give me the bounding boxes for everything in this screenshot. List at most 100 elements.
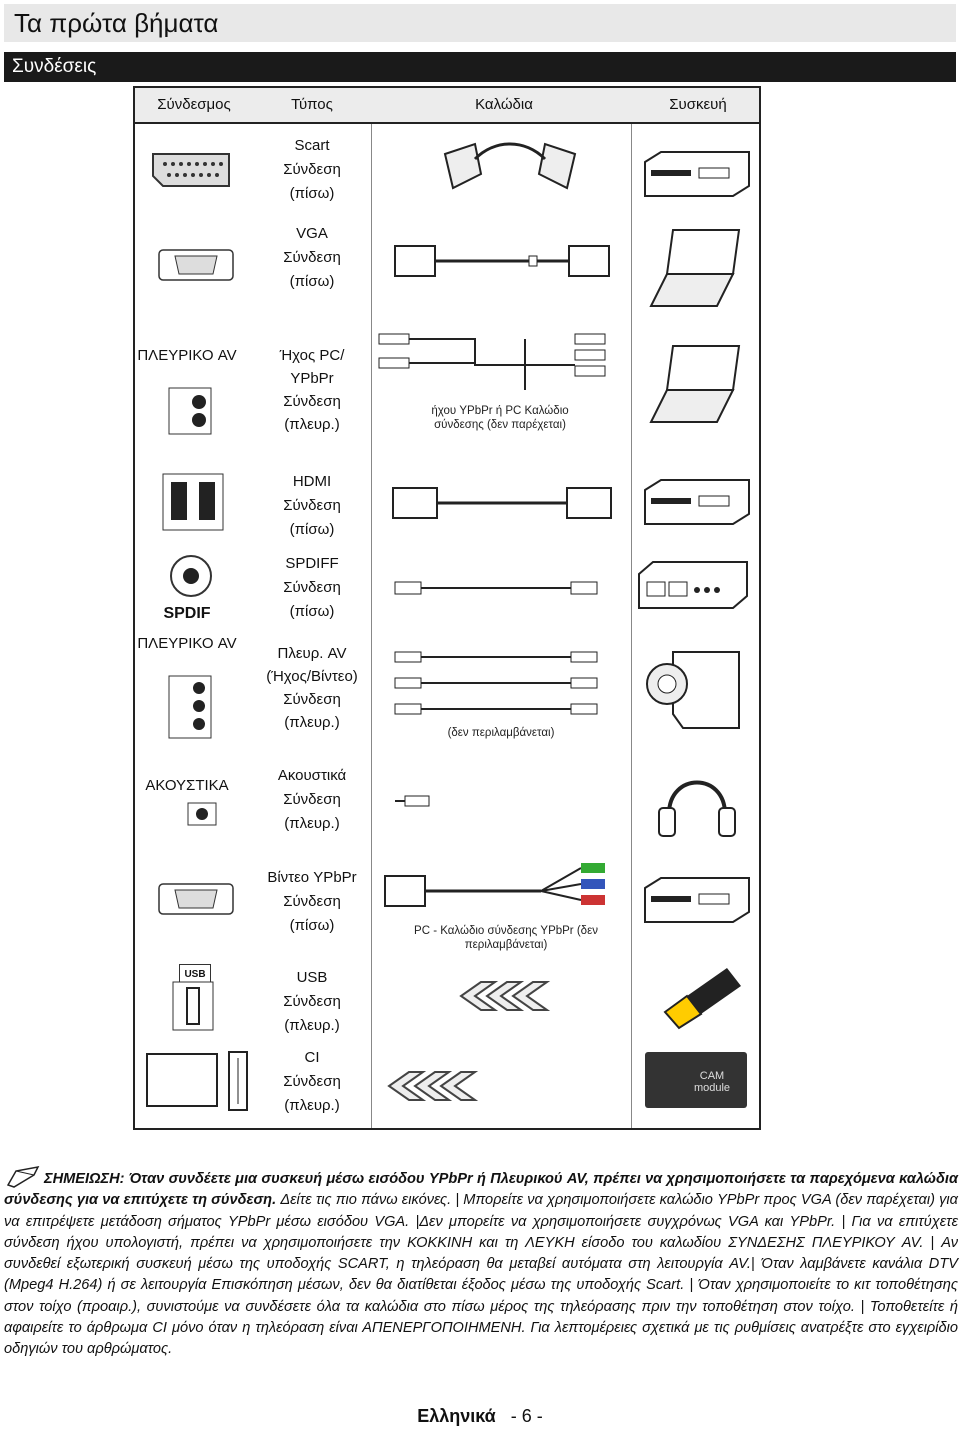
type-line: Σύνδεση (283, 1073, 341, 1090)
type-line: (πίσω) (289, 185, 335, 202)
cam-module-label: CAM module (693, 1070, 731, 1094)
page-number: - 6 - (510, 1406, 543, 1426)
type-line: Σύνδεση (283, 579, 341, 596)
table-row: Scart Σύνδεση (πίσω) (135, 130, 759, 218)
ypbpr-audio-cable-icon (378, 333, 606, 390)
column-divider (631, 124, 632, 1128)
type-line: Βίντεο YPbPr (267, 869, 357, 886)
type-label: USB Σύνδεση (πλευρ.) (255, 966, 369, 1038)
headphones-icon (658, 780, 736, 837)
type-line: (πλευρ.) (284, 714, 340, 731)
spdif-socket-icon (170, 555, 212, 597)
type-line: Σύνδεση (283, 791, 341, 808)
header-type: Τύπος (291, 96, 333, 113)
hdmi-sockets-icon (162, 473, 224, 531)
type-line: Σύνδεση (283, 249, 341, 266)
page-title: Τα πρώτα βήματα (4, 4, 956, 42)
spdif-cable-icon (394, 581, 598, 595)
connections-table: Σύνδεσμος Τύπος Καλώδια Συσκευή Scart Σύ… (133, 86, 761, 1130)
type-line: (πίσω) (289, 603, 335, 620)
ypbpr-vga-cable-icon (384, 863, 605, 907)
connector-label: ΑΚΟΥΣΤΙΚΑ (145, 777, 229, 794)
type-line: Σύνδεση (283, 691, 341, 708)
vga-socket-icon (158, 883, 234, 915)
type-line: USB (296, 969, 328, 986)
type-line: SPDIFF (285, 555, 339, 572)
audio-plug-icon (395, 795, 430, 807)
camcorder-icon (646, 651, 740, 729)
usb-stick-icon (663, 968, 741, 1030)
type-label: Πλευρ. AV (Ήχος/Βίντεο) Σύνδεση (πλευρ.) (255, 642, 369, 734)
ci-slot-icon (146, 1051, 248, 1111)
table-row: ΑΚΟΥΣΤΙΚΑ Ακουστικά Σύνδεση (πλευρ.) (135, 756, 759, 848)
scart-socket-icon (152, 153, 230, 187)
table-row: ΠΛΕΥΡΙΚΟ AV Πλευρ. AV (Ήχος/Βίντεο) Σύνδ… (135, 630, 759, 748)
table-row: SPDIF SPDIFF Σύνδεση (πίσω) (135, 546, 759, 630)
type-line: CI (304, 1049, 320, 1066)
side-av-jacks-icon (168, 675, 212, 739)
type-label: Βίντεο YPbPr Σύνδεση (πίσω) (255, 866, 369, 938)
type-line: (πλευρ.) (284, 416, 340, 433)
page-footer: Ελληνικά - 6 - (0, 1406, 960, 1427)
vga-socket-icon (158, 249, 234, 281)
type-label: HDMI Σύνδεση (πίσω) (255, 470, 369, 542)
type-line: Scart (294, 137, 330, 154)
header-cables: Καλώδια (475, 96, 533, 113)
table-row: VGA Σύνδεση (πίσω) (135, 218, 759, 316)
side-av-jacks-icon (168, 387, 212, 435)
connector-label: ΠΛΕΥΡΙΚΟ AV (137, 347, 237, 364)
headphone-jack-icon (187, 802, 217, 826)
type-line: (πίσω) (289, 273, 335, 290)
type-line: (πίσω) (289, 917, 335, 934)
table-row: Βίντεο YPbPr Σύνδεση (πίσω) PC - Καλώδιο… (135, 852, 759, 951)
section-title: Συνδέσεις (4, 52, 956, 82)
connector-label: SPDIF (163, 605, 211, 622)
type-label: CI Σύνδεση (πλευρ.) (255, 1046, 369, 1118)
type-label: Ακουστικά Σύνδεση (πλευρ.) (255, 764, 369, 836)
type-line: Ακουστικά (277, 767, 347, 784)
av-cable-icon (394, 651, 598, 715)
laptop-icon (649, 229, 741, 307)
table-row: ΠΛΕΥΡΙΚΟ AV Ήχος PC/ YPbPr Σύνδεση (πλευ… (135, 316, 759, 446)
cable-caption: (δεν περιλαμβάνεται) (447, 727, 555, 739)
footer-language: Ελληνικά (417, 1406, 496, 1426)
type-label: VGA Σύνδεση (πίσω) (255, 222, 369, 294)
cam-module-icon: CAM module (645, 1052, 747, 1108)
note-pencil-icon (6, 1165, 40, 1188)
type-line: (Ήχος/Βίντεο) (266, 668, 358, 685)
note-lead: ΣΗΜΕΙΩΣΗ: Όταν συνδέετε μια συσκευή μέσω… (4, 1171, 958, 1209)
type-line: Πλευρ. AV (277, 645, 347, 662)
insert-arrows-icon (459, 981, 551, 1011)
dvd-recorder-icon (644, 479, 750, 525)
vga-cable-icon (394, 245, 610, 277)
type-line: VGA (296, 225, 328, 242)
hdmi-cable-icon (392, 487, 612, 519)
type-line: Σύνδεση (283, 393, 341, 410)
type-line: YPbPr (290, 370, 334, 387)
usb-socket-icon (172, 981, 214, 1031)
type-line: Σύνδεση (283, 993, 341, 1010)
type-line: (πίσω) (289, 521, 335, 538)
header-connector: Σύνδεσμος (157, 96, 231, 113)
table-row: HDMI Σύνδεση (πίσω) (135, 460, 759, 546)
type-line: Σύνδεση (283, 497, 341, 514)
type-line: HDMI (292, 473, 332, 490)
scart-cable-icon (443, 142, 577, 190)
cable-caption: ήχου YPbPr ή PC Καλώδιο σύνδεσης (δεν πα… (431, 405, 569, 431)
type-line: Ήχος PC/ (279, 347, 345, 364)
laptop-icon (649, 345, 741, 423)
type-line: (πλευρ.) (284, 1017, 340, 1034)
amplifier-icon (638, 561, 748, 609)
type-line: (πλευρ.) (284, 815, 340, 832)
cable-caption: PC - Καλώδιο σύνδεσης YPbPr (δεν περιλαμ… (414, 925, 598, 951)
header-device: Συσκευή (669, 96, 727, 113)
note-body: Δείτε τις πιο πάνω εικόνες. | Μπορείτε ν… (4, 1192, 958, 1358)
connector-label: ΠΛΕΥΡΙΚΟ AV (137, 635, 237, 652)
dvd-recorder-icon (644, 877, 750, 923)
table-row: USB USB Σύνδεση (πλευρ.) (135, 956, 759, 1040)
dvd-recorder-icon (644, 151, 750, 197)
table-row: CI Σύνδεση (πλευρ.) CAM module (135, 1042, 759, 1128)
column-divider (371, 124, 372, 1128)
type-label: SPDIFF Σύνδεση (πίσω) (255, 552, 369, 624)
insert-arrows-icon (387, 1071, 479, 1101)
